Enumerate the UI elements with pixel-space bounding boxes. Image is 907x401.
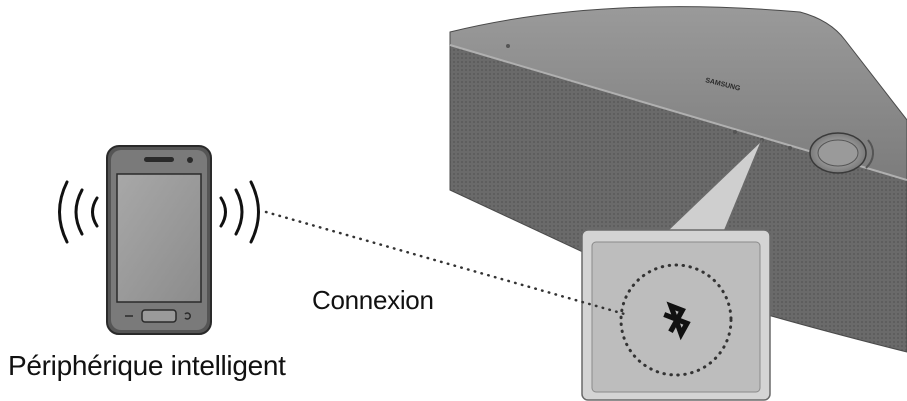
bluetooth-icon: [663, 301, 691, 341]
speaker-top-button: [788, 146, 792, 150]
connection-label: Connexion: [312, 285, 434, 315]
speaker-top-button: [733, 130, 737, 134]
speaker-top-panel: [449, 6, 907, 181]
connection-dotted-line: [264, 210, 630, 317]
smartphone-icon: [106, 145, 212, 335]
speaker-top-button: [506, 44, 510, 48]
signal-waves-left-icon: [58, 180, 99, 244]
bluetooth-pairing-indicator: [619, 263, 733, 377]
wireless-speaker-icon: SAMSUNG: [449, 6, 907, 353]
callout-zoom: [581, 139, 771, 401]
signal-waves-right-icon: [219, 180, 260, 244]
smartphone-screen: [116, 173, 202, 303]
smart-device-label: Périphérique intelligent: [8, 350, 286, 381]
